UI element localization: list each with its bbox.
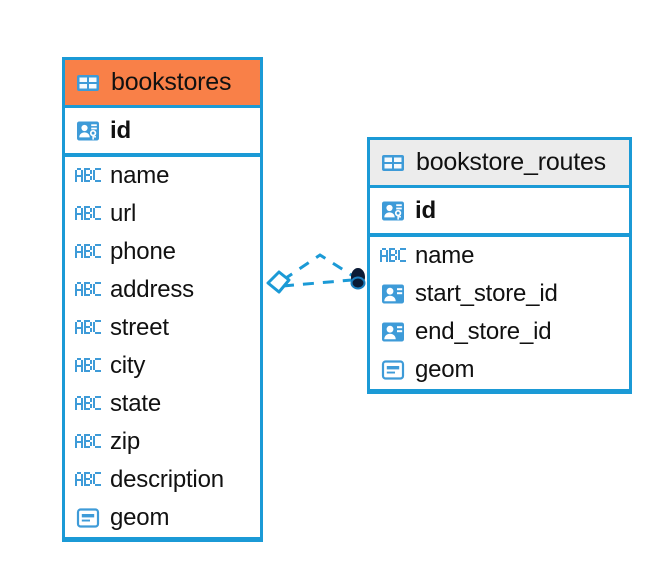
geometry-icon <box>75 505 101 531</box>
field-row[interactable]: phone <box>65 233 260 271</box>
field-row[interactable]: url <box>65 195 260 233</box>
field-list: name url phone address street city state zip des… <box>65 157 260 537</box>
field-label: url <box>110 200 137 227</box>
geometry-icon <box>380 357 406 383</box>
field-row[interactable]: geom <box>370 351 629 389</box>
primary-key-icon <box>75 118 101 144</box>
field-label: description <box>110 466 224 493</box>
field-row[interactable]: city <box>65 347 260 385</box>
abc-text-icon <box>75 396 101 412</box>
entity-table-bookstores[interactable]: bookstores id name url phone address street c… <box>62 57 263 542</box>
field-row-id[interactable]: id <box>65 108 260 153</box>
field-label: id <box>110 116 131 144</box>
primary-key-icon <box>380 198 406 224</box>
foreign-key-icon <box>380 319 406 345</box>
field-row[interactable]: address <box>65 271 260 309</box>
foreign-key-icon <box>380 281 406 307</box>
field-row[interactable]: geom <box>65 499 260 537</box>
abc-text-icon <box>75 320 101 336</box>
abc-text-icon <box>75 206 101 222</box>
abc-text-icon <box>75 168 101 184</box>
field-row[interactable]: name <box>65 157 260 195</box>
entity-title: bookstore_routes <box>416 148 606 176</box>
field-label: address <box>110 276 194 303</box>
abc-text-icon <box>75 244 101 260</box>
field-label: name <box>415 242 475 269</box>
entity-header-bookstores[interactable]: bookstores <box>65 60 260 108</box>
field-label: id <box>415 196 436 224</box>
table-icon <box>75 70 101 96</box>
field-row[interactable]: end_store_id <box>370 313 629 351</box>
field-label: phone <box>110 238 176 265</box>
field-label: zip <box>110 428 141 455</box>
relationship-endpoint-marker <box>350 268 366 290</box>
field-row[interactable]: start_store_id <box>370 275 629 313</box>
field-label: geom <box>415 356 475 383</box>
field-label: geom <box>110 504 170 531</box>
relationship-diamond-marker <box>266 270 291 294</box>
entity-title: bookstores <box>111 68 232 96</box>
field-row[interactable]: description <box>65 461 260 499</box>
relationship-line-lower <box>282 278 353 288</box>
abc-text-icon <box>380 248 406 264</box>
primary-key-section: id <box>65 108 260 157</box>
table-icon <box>380 150 406 176</box>
field-row[interactable]: state <box>65 385 260 423</box>
field-label: street <box>110 314 169 341</box>
abc-text-icon <box>75 434 101 450</box>
field-row[interactable]: zip <box>65 423 260 461</box>
field-label: end_store_id <box>415 318 552 345</box>
field-row[interactable]: name <box>370 237 629 275</box>
field-label: state <box>110 390 162 417</box>
abc-text-icon <box>75 472 101 488</box>
field-label: name <box>110 162 170 189</box>
field-row-id[interactable]: id <box>370 188 629 233</box>
primary-key-section: id <box>370 188 629 237</box>
field-label: start_store_id <box>415 280 558 307</box>
relationship-line-upper <box>282 253 354 282</box>
abc-text-icon <box>75 358 101 374</box>
entity-header-bookstore-routes[interactable]: bookstore_routes <box>370 140 629 188</box>
field-row[interactable]: street <box>65 309 260 347</box>
field-label: city <box>110 352 146 379</box>
abc-text-icon <box>75 282 101 298</box>
